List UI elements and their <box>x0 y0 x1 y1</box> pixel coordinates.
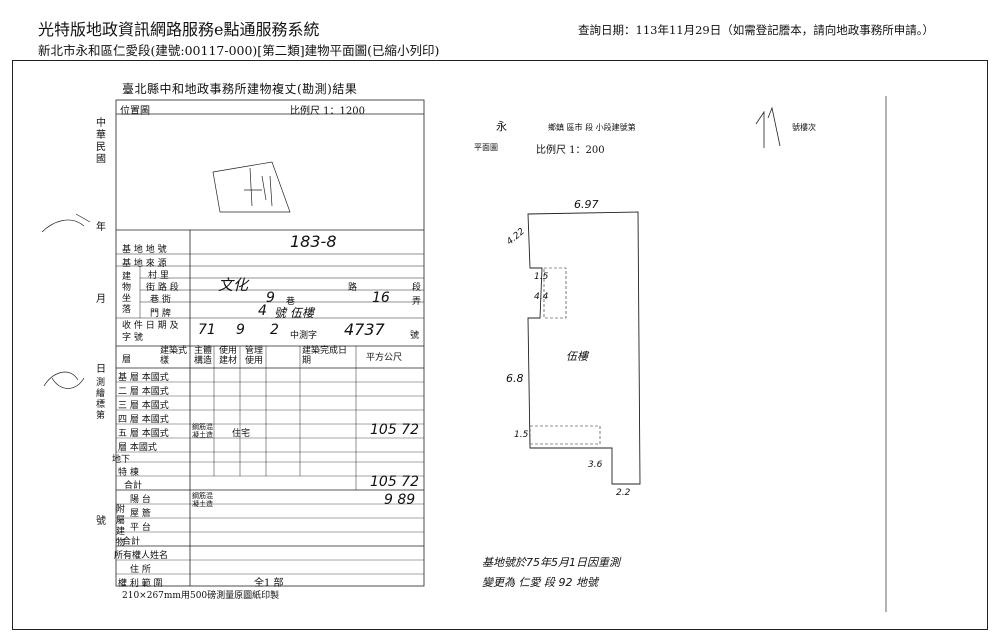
basement-label: 地下 <box>112 455 131 465</box>
annex-row-platform: 平 台 <box>130 523 151 533</box>
floor-row-4: 四 層 本國式 <box>118 415 169 425</box>
annex-area: 9 89 <box>384 492 416 508</box>
row-receipt-label: 收 件 日 期 及 字 號 <box>122 321 179 343</box>
survey-note: 基地號於75年5月1日因重測 <box>482 556 620 569</box>
side-label-day: 日 <box>96 364 106 375</box>
total-label: 合計 <box>124 481 143 491</box>
receipt-month: 9 <box>236 322 245 338</box>
form-title: 臺北縣中和地政事務所建物複丈(勘測)結果 <box>122 82 358 96</box>
door-value: 4 <box>258 303 267 319</box>
header-structure: 主體構造 <box>194 346 213 366</box>
street-suffix: 路 <box>348 283 358 293</box>
header-management: 管理使用 <box>245 346 264 366</box>
fifth-floor-usage: 住宅 <box>232 429 251 439</box>
side-label-roc: 中華民國 <box>96 118 106 165</box>
annex-label: 附屬建物 <box>116 505 126 548</box>
door-suffix: 號 伍樓 <box>274 306 314 320</box>
receipt-label: 中測字 <box>290 331 318 341</box>
alley-suffix: 弄 <box>412 297 422 307</box>
dim-inner: 1.5 <box>534 272 549 282</box>
rights-value: 全1 部 <box>254 578 284 589</box>
row-lane-label: 巷 衖 <box>150 295 171 305</box>
receipt-number: 4737 <box>344 320 385 339</box>
plan-header-mid: 鄉鎮 區市 段 小段建號第 <box>548 123 636 132</box>
total-area: 105 72 <box>370 474 419 490</box>
row-street-label: 街 路 段 <box>146 283 179 293</box>
annex-row-balcony: 陽 台 <box>130 495 151 505</box>
header-area: 平方公尺 <box>366 353 403 363</box>
dim-inner-2: 4.4 <box>534 292 549 302</box>
plan-header-number: 117 <box>752 110 798 138</box>
receipt-day: 2 <box>270 322 279 338</box>
lot-number-value: 183-8 <box>290 232 337 251</box>
row-village-label: 村 里 <box>148 271 169 281</box>
floor-row-5: 五 層 本國式 <box>118 429 169 439</box>
header-completion: 建築完成日期 <box>302 346 348 366</box>
annex-row-total: 合計 <box>122 537 141 547</box>
side-label-survey: 測繪標第 <box>96 378 106 421</box>
query-date: 查詢日期：113年11月29日（如需登記謄本，請向地政事務所申請。） <box>578 23 934 37</box>
side-label-month: 月 <box>96 294 106 305</box>
form-footer: 210×267mm用500磅測量原圖紙印製 <box>122 591 280 601</box>
floor-row-1: 基 層 本國式 <box>118 373 169 383</box>
dim-bottom: 2.2 <box>616 488 631 498</box>
position-map-label: 位置圖 <box>120 106 150 117</box>
section-suffix: 段 <box>412 283 422 293</box>
plan-header-suffix: 號樓次 <box>792 123 816 132</box>
side-label-number: 號 <box>96 516 106 527</box>
fifth-floor-area: 105 72 <box>370 422 419 438</box>
row-door-label: 門 牌 <box>150 309 171 319</box>
lane-value: 9 <box>266 290 275 306</box>
plan-label: 平面圖 <box>474 143 498 152</box>
floor-row-2: 二 層 本國式 <box>118 387 169 397</box>
row-lot-number-label: 基 地 地 號 <box>122 245 167 255</box>
receipt-year: 71 <box>198 322 216 338</box>
dim-bottom-left: 1.5 <box>514 430 529 440</box>
fifth-floor-structure: 鋼筋混凝土造 <box>192 423 213 439</box>
header-material: 使用建材 <box>219 346 238 366</box>
lane-suffix: 巷 <box>286 297 296 307</box>
annex-row-eave: 屋 簷 <box>130 509 151 519</box>
header-title: 光特版地政資訊網路服務e點通服務系統 <box>38 20 320 39</box>
dim-top: 6.97 <box>574 198 599 211</box>
plan-header-left: 永 <box>496 120 507 133</box>
plan-floor-name: 伍樓 <box>566 350 588 363</box>
dim-left: 6.8 <box>506 372 524 385</box>
special-label: 特 棟 <box>118 468 139 478</box>
annex-structure: 鋼筋混凝土造 <box>192 492 213 508</box>
survey-note-2: 變更為 仁愛 段 92 地號 <box>482 576 598 589</box>
rights-label: 權 利 範 圍 <box>118 579 163 589</box>
plan-scale-label: 比例尺 1：200 <box>536 145 605 156</box>
side-label-year: 年 <box>96 222 106 233</box>
row-lot-source-label: 基 地 來 源 <box>122 259 167 269</box>
document-frame <box>12 60 988 630</box>
alley-value: 16 <box>372 290 390 306</box>
row-building-label: 建 物 坐 落 <box>122 272 132 315</box>
dim-step: 3.6 <box>588 460 603 470</box>
form-scale-label: 比例尺 1：1200 <box>290 106 365 117</box>
floor-row-3: 三 層 本國式 <box>118 401 169 411</box>
floor-row-6: 層 本國式 <box>118 443 157 453</box>
receipt-suffix: 號 <box>410 331 420 341</box>
header-location: 新北市永和區仁愛段(建號:00117-000)[第二類]建物平面圖(已縮小列印) <box>38 43 440 58</box>
owner-label: 所有權人姓名 <box>114 551 169 561</box>
street-value: 文化 <box>218 276 249 294</box>
header-floor: 層 <box>122 355 132 365</box>
address-label: 住 所 <box>130 565 151 575</box>
header-style: 建築式樣 <box>160 346 188 366</box>
